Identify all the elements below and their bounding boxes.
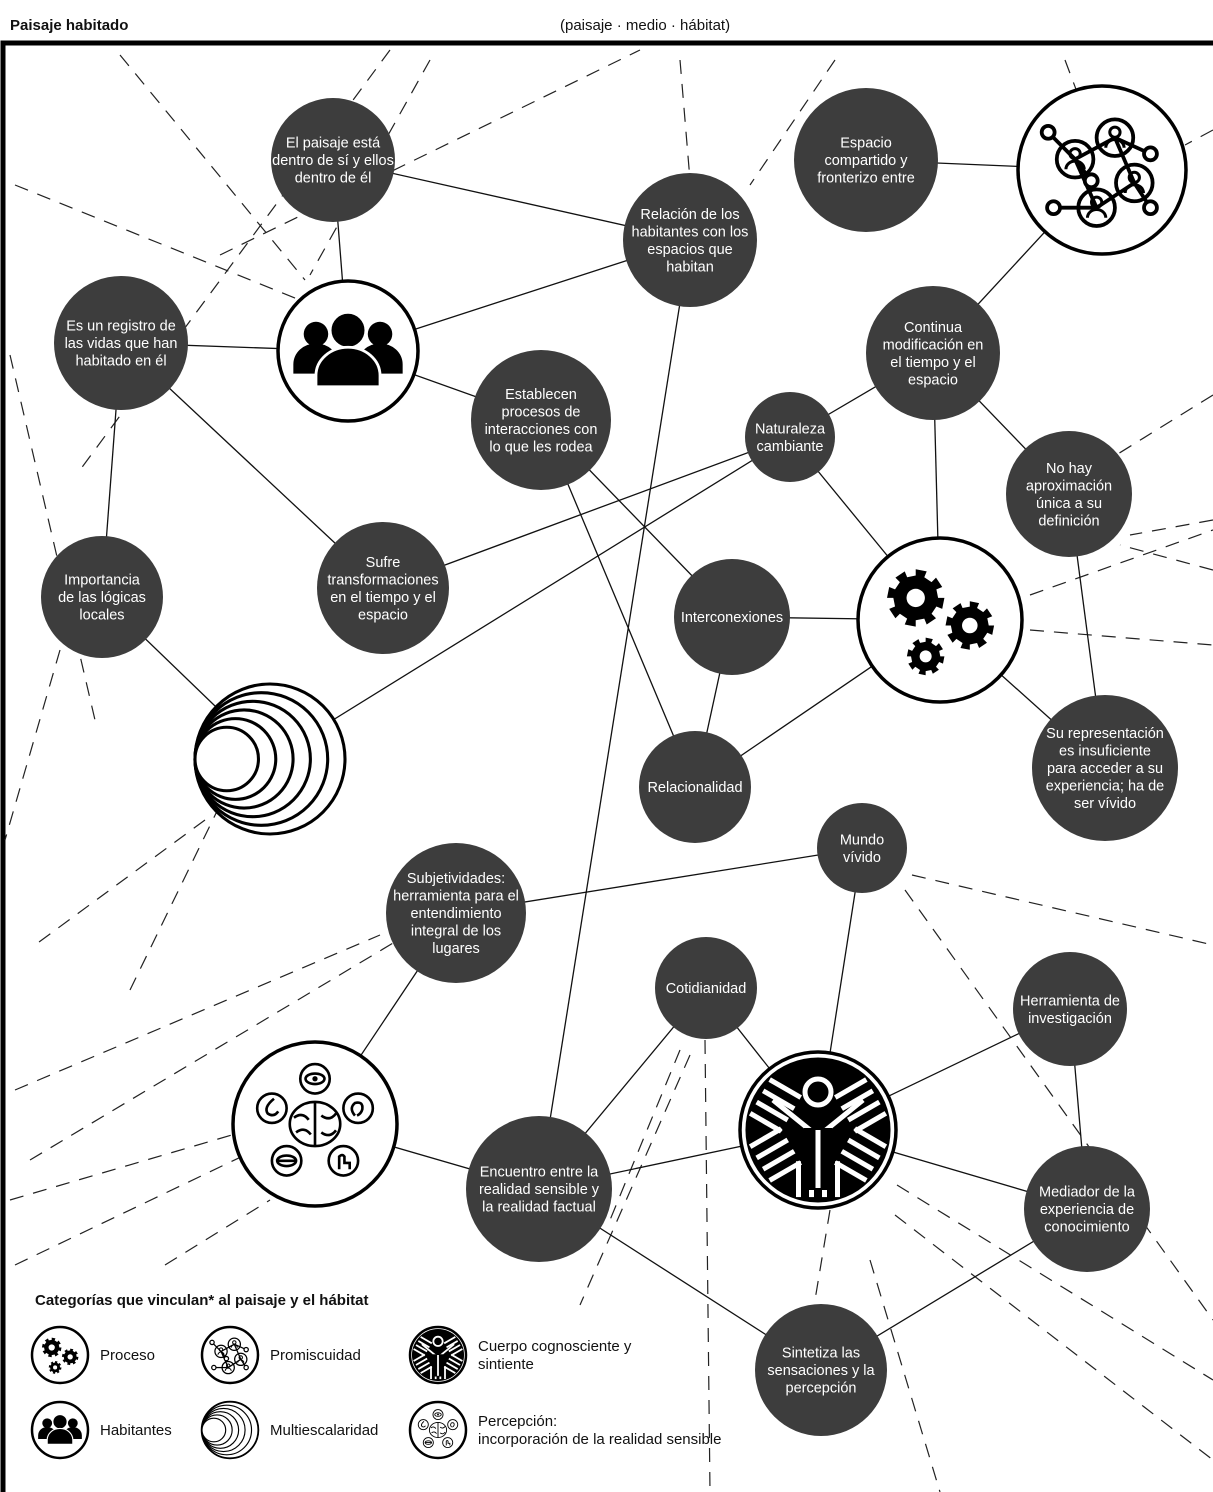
dashed-line [1184, 129, 1213, 146]
dashed-line [14, 1154, 246, 1266]
legend-gears-icon [30, 1325, 90, 1385]
dashed-line [609, 1049, 681, 1221]
people-icon [276, 279, 420, 423]
concept-node-label: Relacionalidad [647, 780, 742, 796]
dashed-line [9, 354, 96, 721]
dashed-line [869, 1259, 941, 1492]
dashed-line [119, 54, 306, 281]
legend-label: Multiescalaridad [270, 1422, 378, 1439]
legend: Categorías que vinculan* al paisaje y el… [30, 1292, 722, 1460]
dashed-line [14, 934, 381, 1091]
connection-line [382, 436, 791, 589]
legend-concentric-circles-icon [200, 1400, 260, 1460]
dashed-line [14, 184, 301, 301]
concept-node-cotidianidad: Cotidianidad [655, 937, 757, 1039]
legend-people-icon [30, 1400, 90, 1460]
dashed-line [1029, 629, 1213, 646]
dashed-line [4, 649, 61, 841]
dashed-line [749, 59, 836, 186]
dashed-line [911, 874, 1213, 946]
dashed-line [164, 1199, 271, 1266]
diagram-subtitle: (paisaje · medio · hábitat) [560, 17, 731, 34]
legend-label: Promiscuidad [270, 1347, 361, 1364]
dashed-line [679, 59, 691, 181]
dashed-line [129, 804, 221, 991]
dashed-line [1119, 544, 1213, 571]
dashed-line [1129, 519, 1213, 536]
dashed-line [579, 1054, 691, 1306]
concept-node-label: Cotidianidad [666, 981, 747, 997]
cognizant-body-icon [738, 1050, 898, 1210]
dashed-line [894, 1214, 1213, 1461]
legend-network-people-icon [200, 1325, 260, 1385]
legend-label: Habitantes [100, 1422, 172, 1439]
dashed-line [896, 1184, 1213, 1381]
legend-cognizant-body-icon [408, 1325, 468, 1385]
dashed-line [219, 49, 641, 256]
dashed-line [1029, 529, 1213, 596]
dashed-line [704, 1039, 711, 1492]
concentric-circles-icon [193, 682, 347, 836]
legend-label: Percepción:incorporación de la realidad … [478, 1413, 722, 1448]
concept-node-relacionalidad: Relacionalidad [639, 731, 751, 843]
legend-senses-brain-icon [408, 1400, 468, 1460]
connection-line [538, 239, 691, 1190]
gears-icon [856, 536, 1024, 704]
frame-border [0, 40, 1213, 1492]
category-nodes [193, 84, 1188, 1210]
concept-node-interconexiones: Interconexiones [674, 559, 790, 675]
dashed-line [29, 914, 441, 1161]
diagram-title: Paisaje habitado [10, 17, 129, 34]
dashed-line [34, 819, 206, 946]
network-people-icon [1016, 84, 1188, 256]
concept-node-label: Interconexiones [681, 610, 783, 626]
legend-title: Categorías que vinculan* al paisaje y el… [35, 1292, 368, 1309]
dashed-line [814, 1209, 831, 1301]
legend-label: Proceso [100, 1347, 155, 1364]
dashed-line [904, 889, 1213, 1321]
senses-brain-icon [231, 1040, 399, 1208]
connection-line [269, 436, 791, 760]
